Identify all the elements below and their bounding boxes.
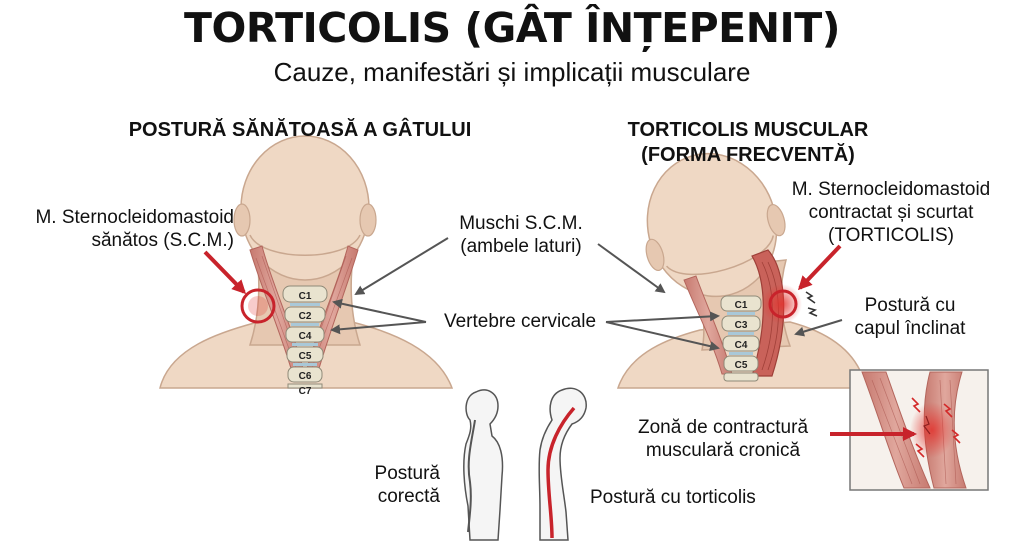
posture-arrow [794,319,843,337]
left-vertebra-label: C1 [299,291,312,302]
pain-spark-icon [951,429,961,444]
contracted-scm-label-line1: M. Sternocleidomastoid [791,179,991,200]
vertebrae-arrow-left-2 [330,321,427,335]
correct-posture-label-line2: corectă [377,486,440,507]
left-vertebra-label: C6 [299,371,312,382]
left-vertebra-label: C5 [299,351,312,362]
torticollis-posture-label: Postură cu torticolis [590,487,756,508]
healthy-posture-heading: POSTURĂ SĂNĂTOASĂ A GÂTULUI [128,119,472,141]
healthy-scm-label: M. Sternocleidomastoid sănătos (S.C.M.) [0,206,234,252]
scm-muscles-label: Muschi S.C.M. (ambele laturi) [436,212,606,258]
chronic-contracture-label: Zonă de contractură musculară cronică [618,416,828,462]
contracted-scm-label-line3: (TORTICOLIS) [828,225,954,246]
correct-posture-label-line1: Postură [374,463,440,484]
torticollis-heading-line1: TORTICOLIS MUSCULAR [627,119,869,141]
torticollis-heading: TORTICOLIS MUSCULAR (FORMA FRECVENTĂ) [598,118,898,168]
left-scm-highlight-circle [240,288,276,324]
chronic-contracture-label-line1: Zonă de contractură [637,417,809,438]
pain-spark-icon [915,443,925,458]
right-scm-highlight-circle [768,289,798,319]
contracted-scm-label-line2: contractat și scurtat [808,202,974,223]
pain-spark-icon [805,291,816,304]
tilted-head-posture-label-line1: Postură cu [864,295,956,316]
vertebrae-arrow-right-1 [605,311,720,323]
right-spine [720,295,762,382]
left-scm-pointer-arrow [203,250,247,295]
right-vertebra-label: C3 [735,320,748,331]
page-title: TORTICOLIS (GÂT ÎNȚEPENIT) [184,4,840,52]
correct-posture-label: Postură corectă [340,462,440,508]
muscles-arrow-right [597,243,666,294]
contracture-inset [849,369,989,491]
vertebrae-arrow-right-2 [605,321,720,352]
page-subtitle: Cauze, manifestări și implicații muscula… [273,57,751,87]
tilted-head-posture-label: Postură cu capul înclinat [840,294,980,340]
scm-muscles-label-line1: Muschi S.C.M. [459,213,583,234]
right-vertebra-label: C1 [735,300,748,311]
left-vertebra-label: C2 [299,311,312,322]
correct-posture-silhouette [463,389,504,541]
pain-spark-icon [943,403,953,418]
chronic-contracture-label-line2: musculară cronică [645,440,801,461]
right-vertebra-label: C4 [735,340,748,351]
right-scm-pointer-arrow [797,244,842,291]
left-spine [282,285,328,389]
torticollis-heading-line2: (FORMA FRECVENTĂ) [641,144,855,166]
left-vertebra-label: C7 [299,386,312,397]
tilted-head-posture-label-line2: capul înclinat [854,318,966,339]
left-vertebra-label: C4 [299,331,312,342]
muscles-arrow-left [354,237,449,296]
torticollis-posture-silhouette [538,387,587,541]
right-vertebra-label: C5 [735,360,748,371]
scm-muscles-label-line2: (ambele laturi) [460,236,582,257]
healthy-neck-figure [159,135,454,389]
pain-spark-icon [911,397,921,413]
pain-spark-icon [807,307,818,317]
healthy-scm-label-line2: sănătos (S.C.M.) [91,230,234,251]
healthy-scm-label-line1: M. Sternocleidomastoid [35,207,234,228]
cervical-vertebrae-label: Vertebre cervicale [443,311,597,332]
contracted-scm-label: M. Sternocleidomastoid contractat și scu… [778,178,1004,247]
vertebrae-arrow-left-1 [332,298,427,323]
